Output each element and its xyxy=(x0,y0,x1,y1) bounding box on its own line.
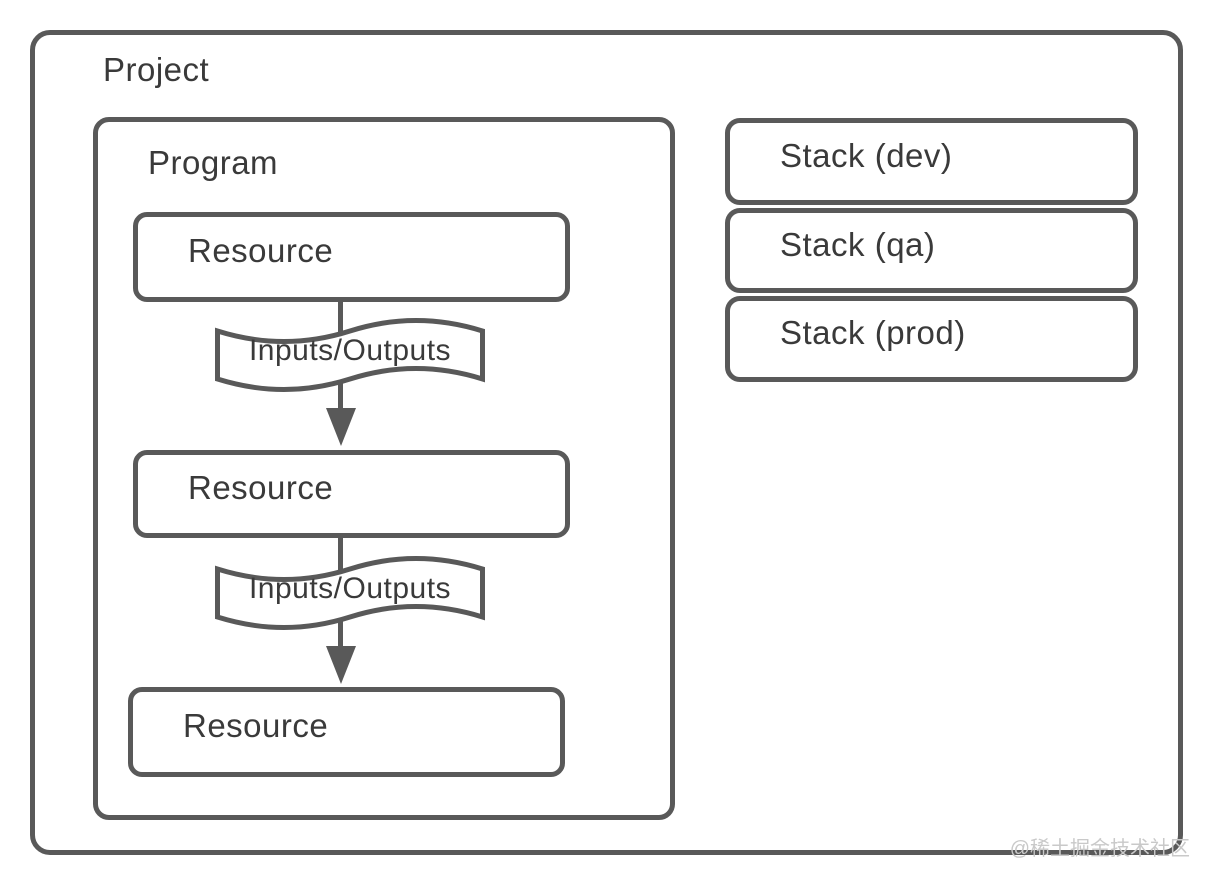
inputs-outputs-label: Inputs/Outputs xyxy=(248,571,452,605)
project-box: Project Program Resource Inputs/Outputs … xyxy=(30,30,1183,855)
resource-box: Resource xyxy=(133,450,570,538)
inputs-outputs-connector: Inputs/Outputs xyxy=(215,317,485,393)
stack-box-dev: Stack (dev) xyxy=(725,118,1138,205)
stack-box-qa: Stack (qa) xyxy=(725,208,1138,293)
program-box: Program Resource Inputs/Outputs Resource xyxy=(93,117,675,820)
inputs-outputs-label: Inputs/Outputs xyxy=(248,333,452,367)
watermark-text: @稀土掘金技术社区 xyxy=(1009,838,1190,860)
arrowhead-down-icon xyxy=(326,646,356,684)
stack-qa-label: Stack (qa) xyxy=(780,225,936,263)
arrowhead-down-icon xyxy=(326,408,356,446)
stack-prod-label: Stack (prod) xyxy=(780,314,966,351)
resource-box: Resource xyxy=(128,687,565,777)
resource-label: Resource xyxy=(188,232,334,269)
stack-dev-label: Stack (dev) xyxy=(780,136,953,174)
resource-box: Resource xyxy=(133,212,570,302)
resource-label: Resource xyxy=(183,707,329,744)
inputs-outputs-connector: Inputs/Outputs xyxy=(215,555,485,631)
tape-shape-icon xyxy=(215,318,485,392)
program-label: Program xyxy=(148,144,279,181)
stack-box-prod: Stack (prod) xyxy=(725,296,1138,382)
tape-shape-icon xyxy=(215,556,485,630)
project-label: Project xyxy=(103,51,210,88)
resource-label: Resource xyxy=(188,469,334,506)
